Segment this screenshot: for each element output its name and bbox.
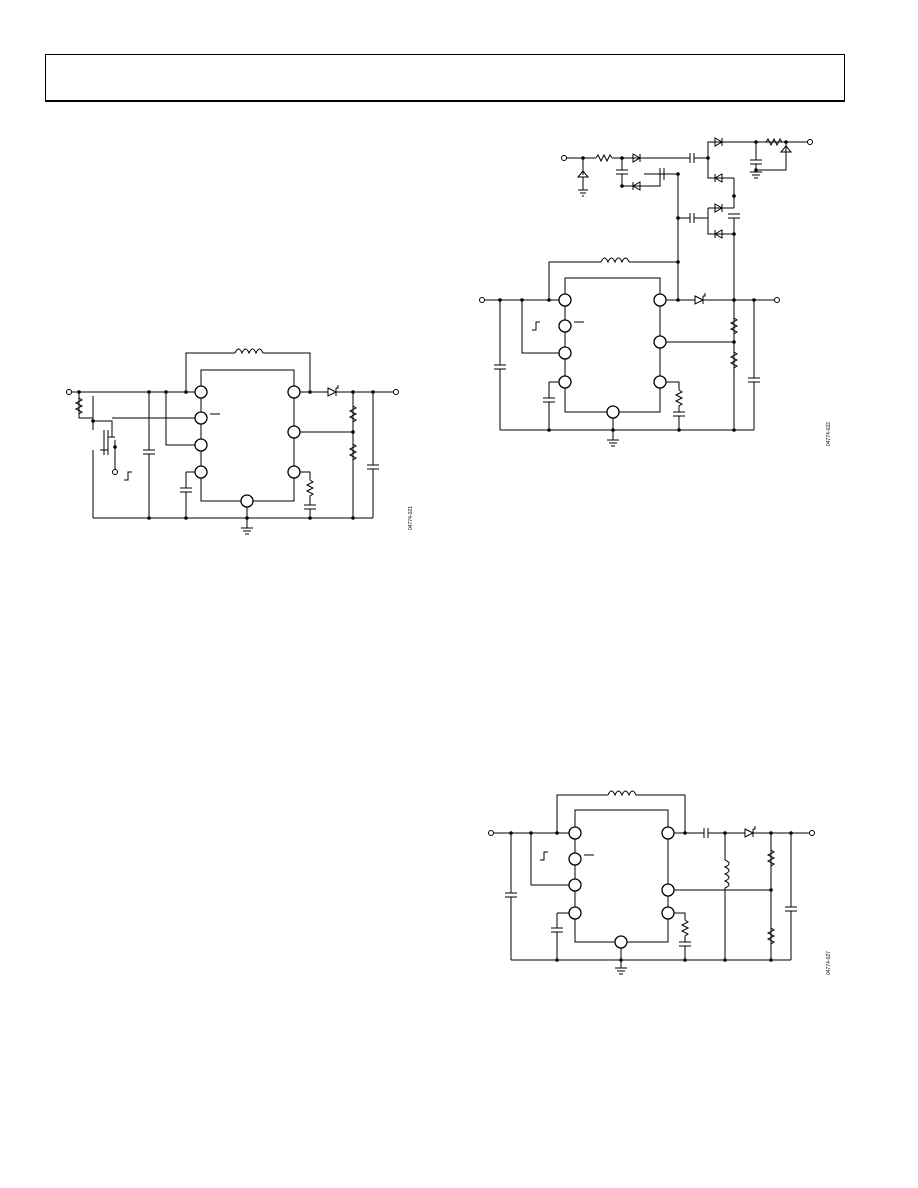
figure-code: 04774-022 bbox=[826, 422, 832, 446]
page-header-box bbox=[45, 54, 845, 102]
figure-code: 04774-021 bbox=[408, 506, 414, 530]
figure-code: 04774-027 bbox=[826, 951, 832, 975]
